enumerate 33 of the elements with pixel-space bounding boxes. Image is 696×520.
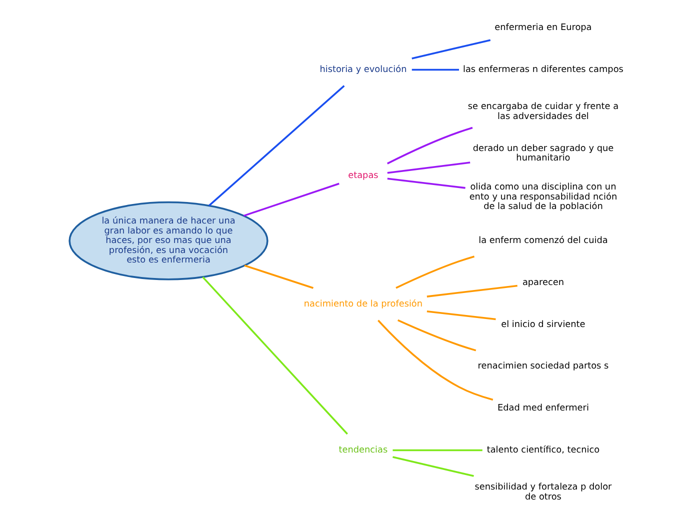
- node-text: se encargaba de cuidar y frente a las adversidades del: [467, 102, 618, 122]
- node-text: el inicio d sirviente: [500, 320, 585, 330]
- connector: [386, 162, 470, 174]
- connector: [411, 39, 490, 60]
- node-ellipse: la única manera de hacer una gran labor es amando lo que haces, por eso mas que una profesión, es una vocación esto es enfermeria: [68, 201, 268, 280]
- node-text: aparecen: [522, 278, 564, 288]
- connector: [426, 310, 496, 320]
- connector: [411, 68, 458, 71]
- node-text: nacimiento de la profesión: [303, 299, 422, 310]
- node-text: enfermeria en Europa: [494, 23, 592, 34]
- connector: [377, 320, 493, 401]
- connector: [386, 126, 472, 164]
- node-text: historia y evolución: [319, 64, 406, 75]
- node-text: la enferm comenzó del cuida: [478, 236, 608, 246]
- connector: [208, 85, 344, 206]
- connector: [392, 456, 474, 477]
- node-text: etapas: [348, 171, 378, 182]
- connector: [202, 276, 348, 435]
- connector: [242, 182, 339, 217]
- node-text: talento científico, tecnico: [486, 445, 600, 456]
- node-text: derado un deber sagrado y que humanitario: [472, 144, 614, 164]
- connector: [386, 178, 465, 189]
- node-text: renacimien sociedad partos s: [477, 362, 608, 372]
- node-text: Edad med enfermeri: [497, 404, 588, 414]
- connector: [244, 264, 314, 289]
- connector: [397, 319, 476, 352]
- node-text: tendencias: [338, 445, 388, 456]
- node-text: olida como una disciplina con un ento y una responsabilidad nción de la salud de la población: [468, 182, 617, 212]
- connector: [426, 284, 517, 298]
- connector: [395, 256, 474, 289]
- connector: [392, 449, 482, 452]
- node-text: las enfermeras n diferentes campos: [462, 64, 623, 75]
- node-text: sensibilidad y fortaleza p dolor de otros: [474, 482, 612, 502]
